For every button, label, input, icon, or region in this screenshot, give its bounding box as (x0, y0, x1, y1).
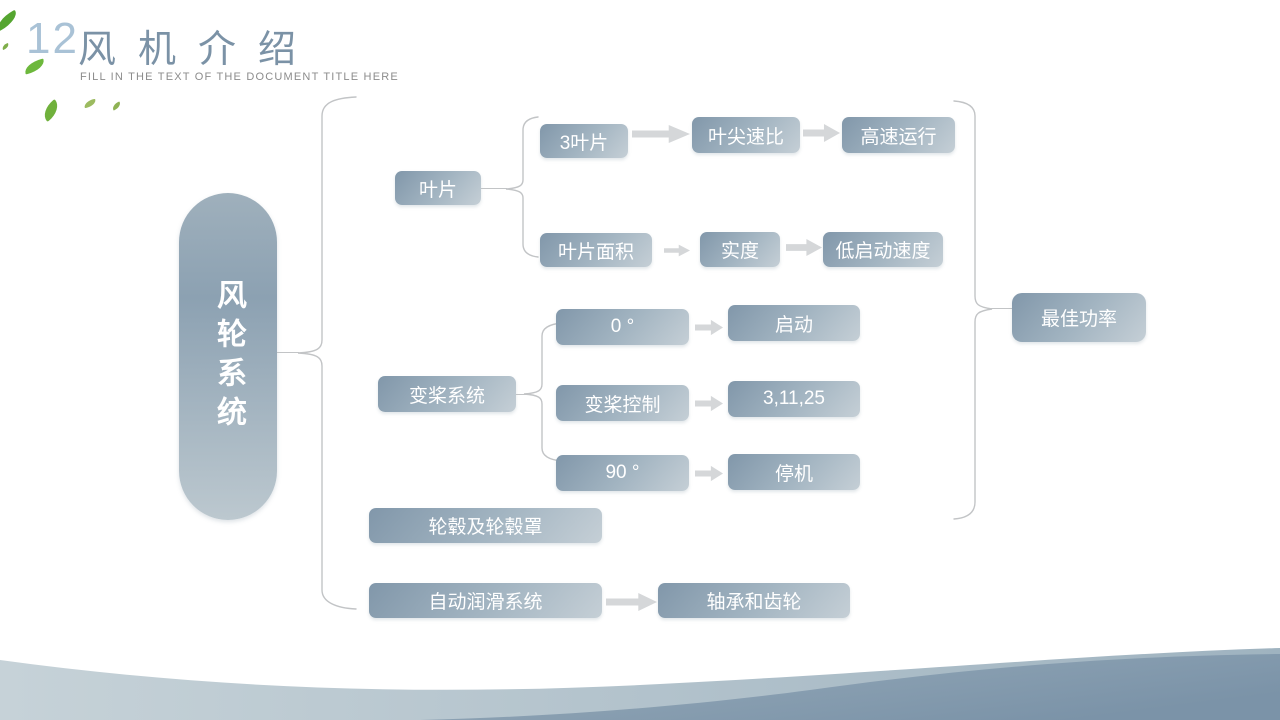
node-shutdown-label: 停机 (774, 463, 813, 485)
brace-left-main (297, 96, 357, 610)
node-3-blades: 3叶片 (540, 124, 628, 158)
connector-line (481, 188, 507, 189)
root-node-label: 风轮系统 (212, 278, 245, 435)
page-number: 12 (26, 14, 79, 63)
node-low-start-speed: 低启动速度 (823, 232, 943, 267)
node-blade-label: 叶片 (418, 179, 457, 201)
flow-arrow-icon (803, 123, 840, 143)
connector-line (277, 352, 299, 353)
node-3-blades-label: 3叶片 (559, 132, 609, 154)
node-pitch-system-label: 变桨系统 (408, 385, 485, 407)
node-90-deg: 90 ° (556, 455, 689, 491)
node-bearings-gears: 轴承和齿轮 (658, 583, 850, 618)
root-node: 风轮系统 (179, 193, 277, 520)
node-tip-speed-ratio-label: 叶尖速比 (707, 126, 784, 148)
node-high-speed: 高速运行 (842, 117, 955, 153)
leaf-icon (83, 98, 97, 109)
node-solidity-label: 实度 (720, 241, 759, 262)
page-title: 风机介绍 (78, 29, 319, 71)
flow-arrow-icon (632, 124, 690, 144)
node-hub: 轮毂及轮毂罩 (369, 508, 602, 543)
leaf-icon (1, 42, 10, 51)
node-low-start-speed-label: 低启动速度 (835, 241, 931, 262)
node-shutdown: 停机 (728, 454, 860, 490)
brace-right-result (953, 100, 993, 520)
node-blade: 叶片 (395, 171, 481, 205)
flow-arrow-icon (786, 238, 822, 257)
node-bearings-gears-label: 轴承和齿轮 (706, 592, 802, 613)
node-best-power: 最佳功率 (1012, 293, 1146, 342)
flow-arrow-icon (606, 592, 657, 612)
node-blade-area-label: 叶片面积 (557, 241, 634, 263)
node-pitch-system: 变桨系统 (378, 376, 516, 412)
leaf-icon (111, 101, 122, 111)
brace-pitch (523, 322, 563, 462)
node-pitch-values-label: 3,11,25 (763, 388, 825, 409)
node-best-power-label: 最佳功率 (1040, 309, 1117, 330)
leaf-icon (39, 99, 63, 122)
node-pitch-control: 变桨控制 (556, 385, 689, 421)
node-pitch-control-label: 变桨控制 (584, 394, 661, 416)
node-startup: 启动 (728, 305, 860, 341)
node-lubrication-label: 自动润滑系统 (428, 592, 543, 613)
node-90-deg-label: 90 ° (605, 462, 640, 483)
flow-arrow-icon (695, 465, 723, 482)
connector-line (516, 394, 526, 395)
flow-arrow-icon (664, 244, 690, 257)
page-subtitle: FILL IN THE TEXT OF THE DOCUMENT TITLE H… (80, 71, 399, 83)
node-high-speed-label: 高速运行 (860, 126, 937, 148)
node-tip-speed-ratio: 叶尖速比 (692, 117, 800, 153)
connector-line (991, 308, 1012, 309)
leaf-icon (0, 9, 21, 32)
node-pitch-values: 3,11,25 (728, 381, 860, 417)
node-lubrication: 自动润滑系统 (369, 583, 602, 618)
brace-blade (505, 116, 539, 258)
node-blade-area: 叶片面积 (540, 233, 652, 267)
node-hub-label: 轮毂及轮毂罩 (428, 517, 543, 538)
flow-arrow-icon (695, 395, 723, 412)
node-0-deg-label: 0 ° (610, 316, 635, 337)
node-startup-label: 启动 (774, 314, 813, 336)
wave-decoration (0, 648, 1280, 720)
node-solidity: 实度 (700, 232, 780, 267)
flow-arrow-icon (695, 319, 723, 336)
node-0-deg: 0 ° (556, 309, 689, 345)
